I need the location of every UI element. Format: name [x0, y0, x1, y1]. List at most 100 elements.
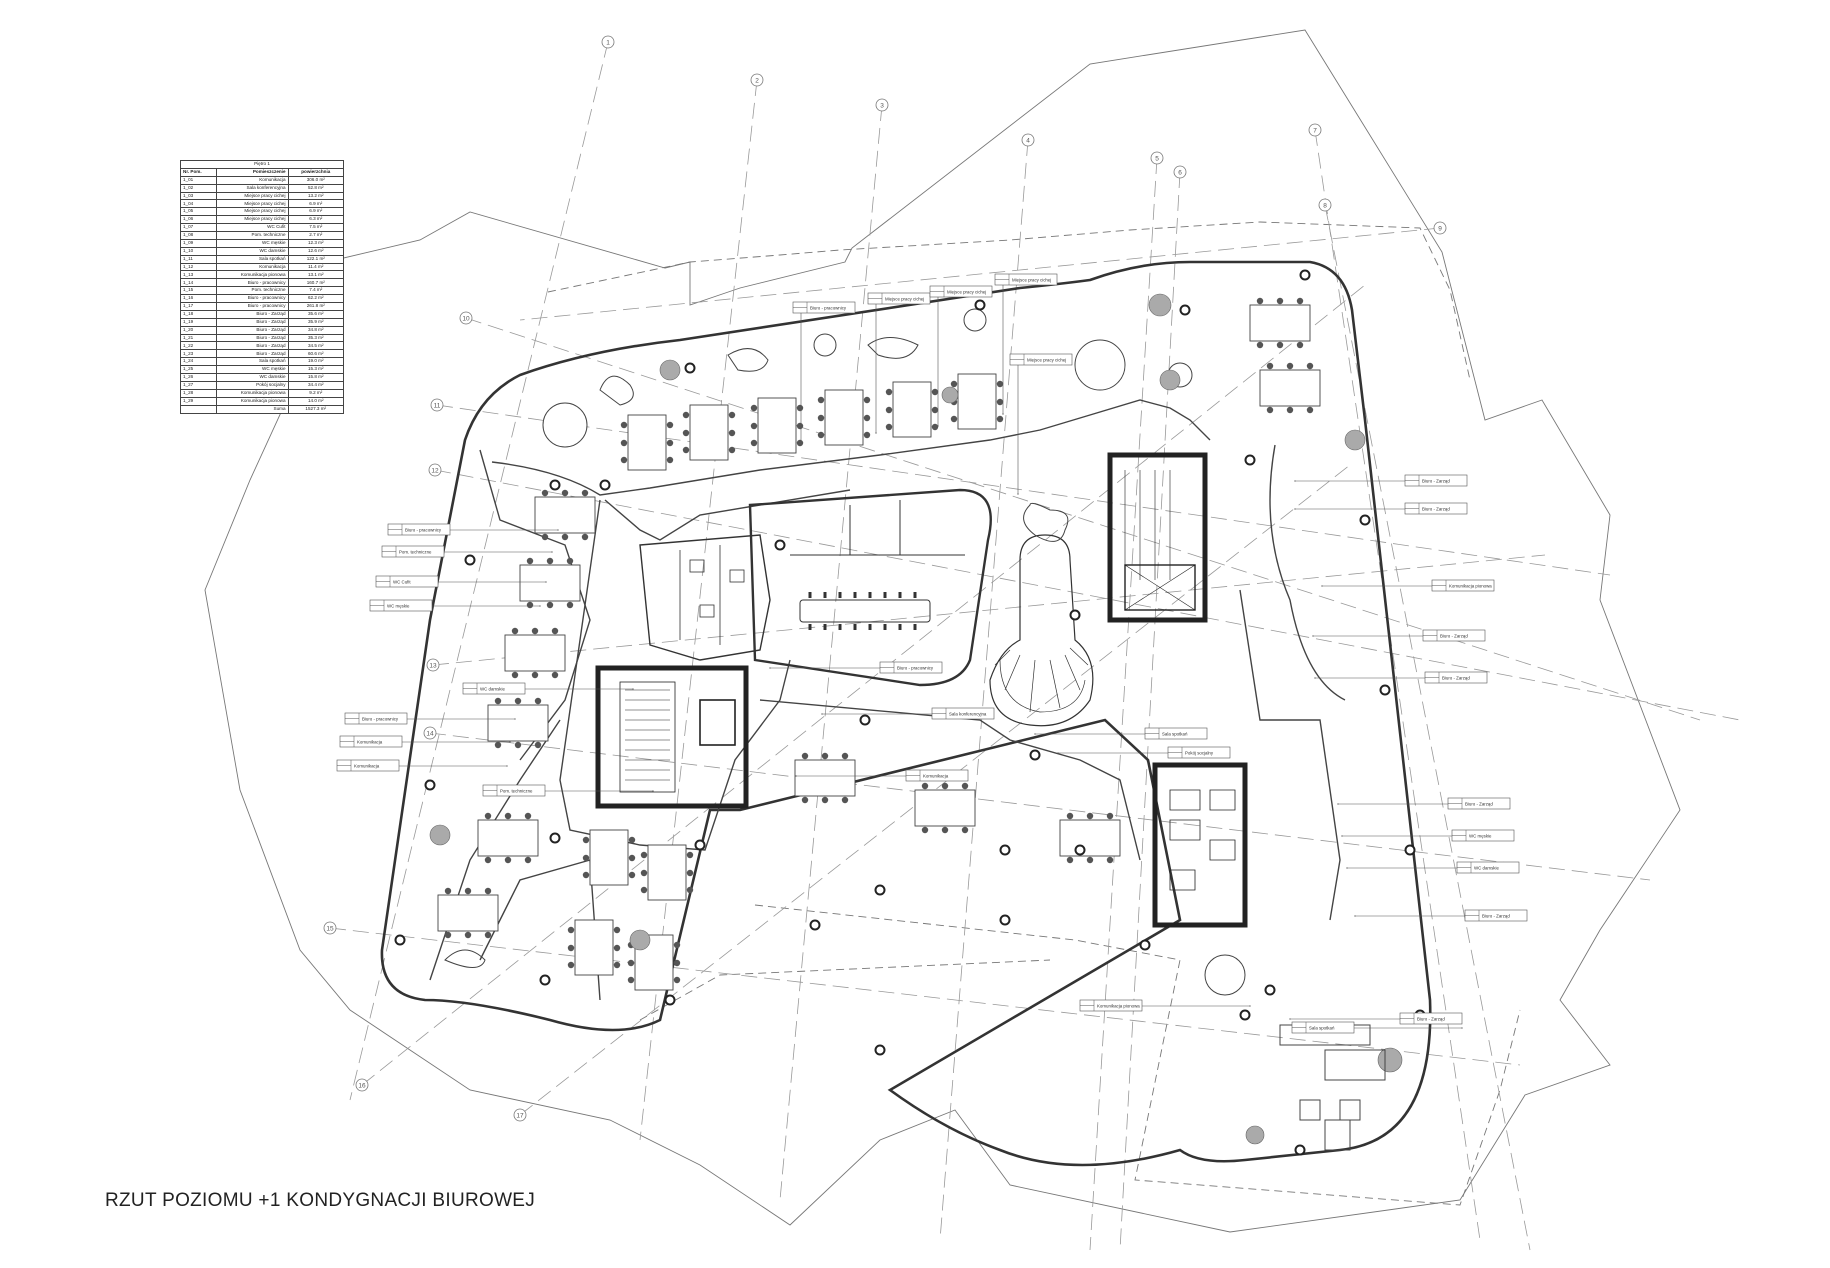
room-number: 1_17 — [179, 302, 218, 311]
room-number: 1_27 — [179, 380, 218, 390]
chair — [931, 406, 939, 414]
room-tag: Komunikacja — [339, 735, 511, 748]
grid-axis-line — [1119, 171, 1181, 1251]
room-tag: WC damskie — [1346, 861, 1520, 874]
room-tag-label: Miejsce pracy cichej — [885, 297, 924, 302]
room-name: Sala spotkań — [216, 357, 289, 367]
chair — [444, 931, 452, 939]
room-tag-label: Biuro - pracownicy — [897, 666, 934, 671]
chair — [686, 886, 694, 894]
room-tag-label: Biuro - pracownicy — [405, 528, 442, 533]
chair — [504, 812, 512, 820]
chair — [1266, 362, 1274, 370]
structural-column — [1404, 844, 1416, 856]
room-name: Biuro - Zarząd — [216, 309, 289, 319]
chair — [885, 423, 893, 431]
chair — [1256, 297, 1264, 305]
structural-column — [1074, 844, 1086, 856]
structural-column — [1139, 939, 1151, 951]
structural-column — [999, 914, 1011, 926]
chair — [996, 398, 1004, 406]
chair — [582, 871, 590, 879]
room-tag: WC męskie — [369, 599, 541, 612]
room-name: WC damskie — [216, 373, 289, 382]
room-number: 1_26 — [179, 373, 218, 382]
room-area: 15.8 m² — [287, 373, 345, 382]
room-area: 12.3 m² — [287, 238, 345, 248]
sum-label: Suma — [216, 404, 289, 414]
room-area: 14.0 m² — [287, 396, 345, 406]
room-tag-label: Biuro - pracownicy — [810, 306, 847, 311]
chair — [863, 414, 871, 422]
structural-column — [394, 934, 406, 946]
room-area: 34.8 m² — [287, 325, 345, 335]
grid-axis-bubble — [1318, 198, 1332, 212]
grid-axis-bubble — [750, 73, 764, 87]
structural-column — [1069, 609, 1081, 621]
chair — [996, 380, 1004, 388]
chair — [464, 931, 472, 939]
room-tag: Biuro - Zarząd — [1289, 1012, 1463, 1025]
room-number: 1_20 — [179, 325, 218, 335]
chair — [1106, 856, 1114, 864]
room-tag: Pom. techniczne — [381, 545, 553, 558]
grid-axis-bubble — [430, 398, 444, 412]
room-tag-label: Komunikacja — [923, 774, 949, 779]
site-boundary — [204, 29, 1681, 1233]
conference-room — [748, 488, 992, 687]
chair — [627, 976, 635, 984]
chair — [682, 429, 690, 437]
grid-axis-line — [329, 927, 1521, 1066]
chair — [1066, 812, 1074, 820]
chair — [673, 941, 681, 949]
chair — [494, 741, 502, 749]
chair — [961, 782, 969, 790]
room-name: Sala spotkań — [216, 254, 289, 264]
room-name: Biuro - Zarząd — [216, 333, 289, 343]
office-desk-clusters — [437, 304, 1321, 991]
room-tag-label: Pom. techniczne — [399, 550, 432, 555]
grid-axis-label: 4 — [1026, 137, 1030, 144]
room-number: 1_25 — [179, 365, 218, 375]
room-name: Komunikacja pionowa — [216, 396, 289, 406]
room-tag: Pom. techniczne — [482, 784, 654, 797]
room-number: 1_11 — [179, 254, 218, 264]
structural-column — [974, 299, 986, 311]
chair — [620, 421, 628, 429]
room-area: 60.6 m² — [287, 349, 345, 359]
grid-axis-line — [432, 554, 1546, 666]
structural-column — [464, 554, 476, 566]
chair — [673, 976, 681, 984]
room-number: 1_18 — [179, 309, 218, 319]
room-tag-label: Miejsce pracy cichej — [1012, 278, 1051, 283]
grid-axis-line — [1314, 129, 1481, 1241]
room-area: 6.9 m² — [287, 199, 345, 209]
chair — [885, 406, 893, 414]
chair — [640, 869, 648, 877]
chair — [821, 796, 829, 804]
chair — [728, 446, 736, 454]
structural-column — [684, 362, 696, 374]
room-number: 1_10 — [179, 246, 218, 256]
room-name: Pom. techniczne — [216, 231, 289, 240]
chair — [620, 439, 628, 447]
room-number: 1_16 — [179, 294, 218, 304]
room-tag-label: Biuro - Zarząd — [1465, 802, 1493, 807]
room-area: 7.4 m² — [287, 286, 345, 296]
room-tag-label: Sala spotkań — [1309, 1026, 1335, 1031]
chair — [885, 388, 893, 396]
chair — [566, 601, 574, 609]
chair — [561, 533, 569, 541]
room-area: 12.6 m² — [287, 246, 345, 256]
room-name: Biuro - pracownicy — [216, 294, 289, 304]
grid-axis-label: 15 — [326, 925, 334, 932]
room-name: Miejsce pracy cichej — [216, 207, 289, 217]
room-tag: Komunikacja — [336, 759, 508, 772]
